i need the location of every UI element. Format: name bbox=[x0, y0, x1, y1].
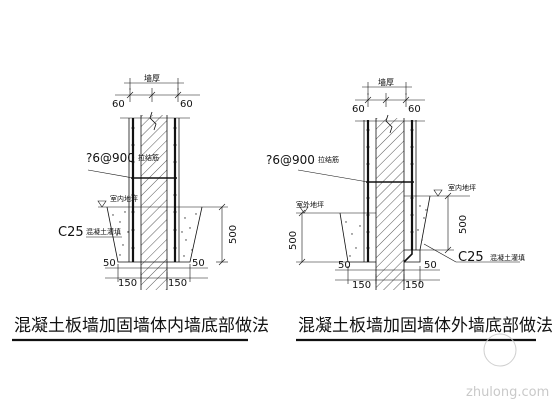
right-bottom-50-left: 50 bbox=[338, 260, 351, 271]
right-left-height-dim: 500 bbox=[288, 209, 346, 266]
left-floor-level: 室内地坪 bbox=[97, 194, 228, 208]
right-dim-60-left: 60 bbox=[352, 104, 365, 115]
left-concrete-desc: 混凝土灌填 bbox=[86, 227, 121, 236]
left-base-150-right: 150 bbox=[168, 278, 187, 289]
left-base-150-left: 150 bbox=[118, 278, 137, 289]
left-wall-thickness-label: 墙厚 bbox=[144, 73, 160, 83]
left-height-500: 500 bbox=[228, 225, 239, 244]
left-rebar-desc: 拉结筋 bbox=[138, 153, 159, 162]
right-floor-out-label: 室外地坪 bbox=[296, 200, 324, 209]
watermark-logo-icon bbox=[483, 333, 517, 367]
right-rebar-dots bbox=[366, 128, 414, 250]
right-base-150-right: 150 bbox=[405, 280, 424, 291]
left-bottom-50-right: 50 bbox=[192, 258, 205, 269]
right-concrete-grade: C25 bbox=[458, 250, 484, 265]
right-trench-left bbox=[339, 212, 376, 263]
right-interior-floor: 室内地坪 bbox=[404, 183, 476, 197]
right-height-right-500: 500 bbox=[458, 215, 469, 234]
right-title: 混凝土板墙加固墙体外墙底部做法 bbox=[298, 316, 553, 336]
left-detail: 墙厚 60 60 ?6@900 拉结筋 bbox=[12, 73, 269, 342]
right-height-left-500: 500 bbox=[288, 231, 299, 250]
right-bottom-dimension: 50 50 150 150 bbox=[335, 260, 440, 291]
right-top-dimension: 墙厚 60 60 bbox=[352, 77, 425, 115]
left-bottom-dimension: 50 50 150 150 bbox=[103, 258, 208, 289]
left-rebar-label: ?6@900 bbox=[86, 151, 135, 165]
left-rebar-dots bbox=[131, 126, 177, 250]
left-concrete-grade: C25 bbox=[58, 225, 84, 240]
watermark-text: zhulong.com bbox=[466, 385, 549, 400]
left-wall-hatch bbox=[141, 115, 167, 290]
left-dim-60-right: 60 bbox=[180, 99, 193, 110]
right-trench-fill bbox=[345, 205, 427, 257]
left-title: 混凝土板墙加固墙体内墙底部做法 bbox=[14, 316, 269, 336]
watermark: zhulong.com bbox=[466, 333, 549, 400]
right-wall-hatch bbox=[376, 118, 404, 290]
right-bent-bar bbox=[403, 250, 413, 263]
right-right-height-dim: 500 bbox=[420, 192, 469, 254]
left-height-dimension: 500 bbox=[216, 203, 239, 266]
right-base-150-left: 150 bbox=[352, 280, 371, 291]
right-exterior-floor: 室外地坪 bbox=[296, 200, 376, 214]
left-trench-outline bbox=[106, 206, 203, 263]
left-dim-60-left: 60 bbox=[112, 99, 125, 110]
right-bottom-50-right: 50 bbox=[424, 260, 437, 271]
right-wall-thickness-label: 墙厚 bbox=[378, 77, 394, 87]
right-floor-in-label: 室内地坪 bbox=[448, 183, 476, 192]
right-trench-right bbox=[404, 195, 431, 251]
right-concrete-desc: 混凝土灌填 bbox=[490, 253, 525, 262]
right-rebar-label: ?6@900 bbox=[266, 153, 315, 167]
left-bottom-50-left: 50 bbox=[103, 258, 116, 269]
right-detail: 墙厚 60 60 ?6@900 拉结筋 bbox=[266, 77, 553, 342]
left-floor-label: 室内地坪 bbox=[110, 194, 138, 203]
right-rebar-desc: 拉结筋 bbox=[318, 155, 339, 164]
right-dim-60-right: 60 bbox=[408, 104, 421, 115]
left-top-dimension: 墙厚 60 60 bbox=[112, 73, 200, 110]
left-trench-fill bbox=[112, 211, 197, 257]
